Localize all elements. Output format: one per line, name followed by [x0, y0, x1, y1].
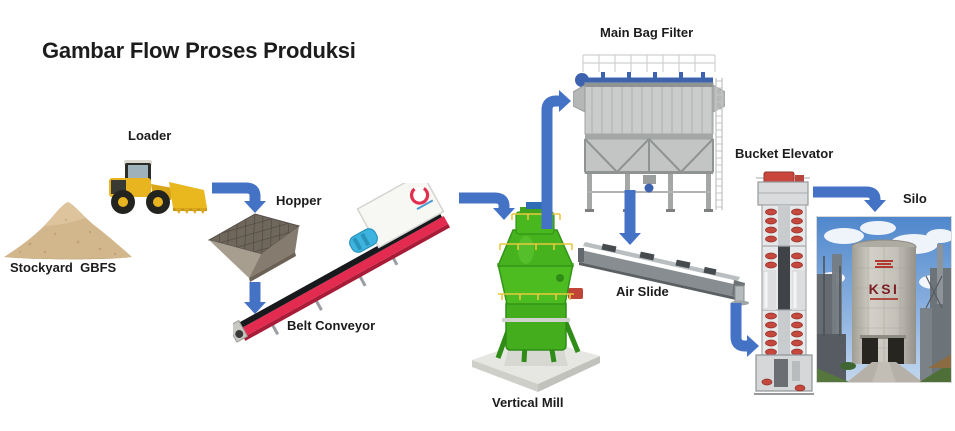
main-bag-filter-label: Main Bag Filter: [600, 25, 694, 40]
bucket-elevator-image: [754, 171, 814, 395]
arrow-bucket-elevator-to-silo: [813, 186, 886, 212]
stockyard-gbfs-label: Stockyard GBFS: [10, 260, 117, 275]
main-bag-filter-image: [573, 54, 725, 212]
belt-conveyor-label: Belt Conveyor: [287, 318, 376, 333]
air-slide-label: Air Slide: [616, 284, 669, 299]
silo-label: Silo: [903, 191, 927, 206]
air-slide-image: [578, 242, 749, 306]
belt-conveyor-image: [233, 183, 451, 343]
stockyard-gbfs-image: [4, 202, 132, 260]
bucket-elevator-label: Bucket Elevator: [735, 146, 834, 161]
loader-label: Loader: [128, 128, 172, 143]
hopper-image: [207, 213, 301, 282]
silo-photo: KSI: [816, 216, 952, 383]
page-title: Gambar Flow Proses Produksi: [42, 38, 356, 63]
loader-image: [109, 160, 207, 214]
vertical-mill-image: [472, 202, 600, 392]
silo-signage-text: KSI: [869, 281, 900, 297]
hopper-label: Hopper: [276, 193, 322, 208]
vertical-mill-label: Vertical Mill: [492, 395, 564, 410]
